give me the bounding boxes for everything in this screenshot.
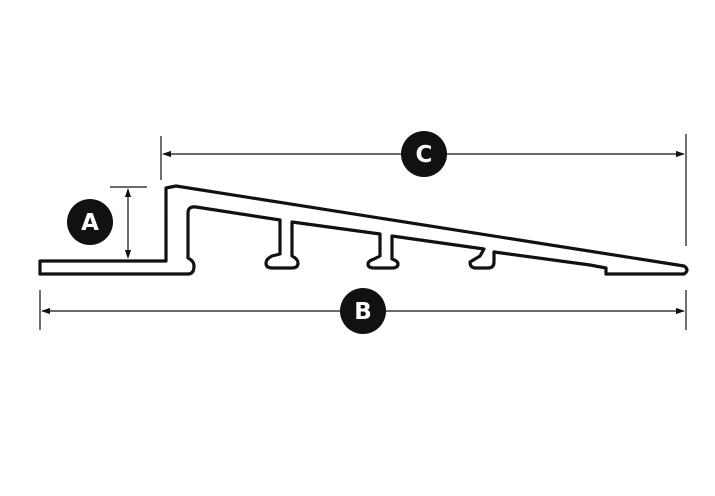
dimension-a-badge: A [67, 199, 113, 245]
dimension-c-badge: C [401, 131, 447, 177]
dimension-a-label: A [81, 210, 99, 236]
dimension-c-label: C [416, 142, 433, 168]
ramp-profile-outline [38, 184, 689, 276]
dimension-b-badge: B [340, 288, 386, 334]
dimension-b-label: B [354, 299, 372, 325]
